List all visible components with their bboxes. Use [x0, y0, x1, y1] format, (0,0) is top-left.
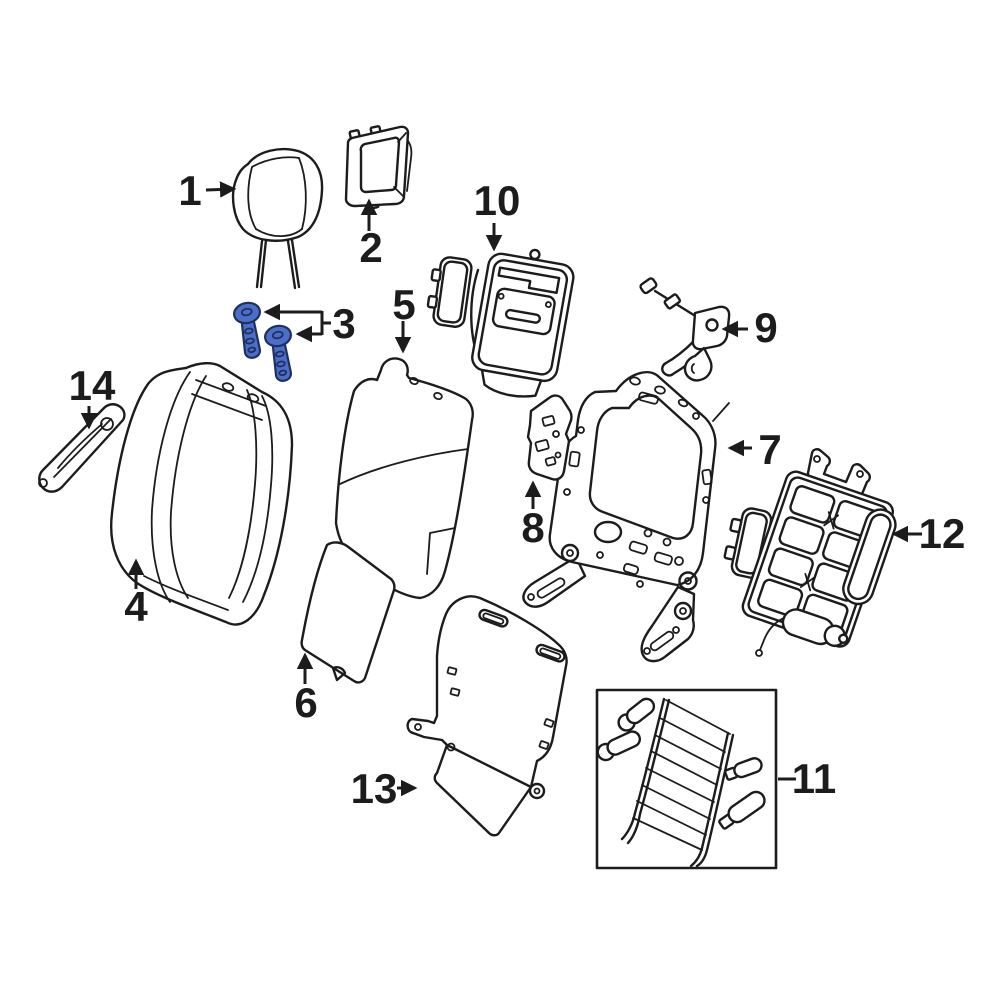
part-11-heater-kit-illustration[interactable] — [595, 688, 778, 870]
part-5-foam-pad-illustration[interactable] — [334, 357, 474, 600]
part-14-handle-illustration[interactable] — [38, 403, 126, 493]
part-9-latch-illustration[interactable] — [639, 277, 731, 382]
callout-8[interactable]: 8 — [521, 504, 544, 551]
part-7-frame-illustration[interactable] — [522, 371, 730, 663]
part-12-suspension-panel-illustration[interactable] — [721, 448, 902, 657]
callout-1-arrow — [205, 181, 237, 198]
callout-4[interactable]: 4 — [124, 583, 148, 630]
callout-7[interactable]: 7 — [758, 426, 781, 473]
callout-labels: 1 2 3 4 5 6 7 8 9 10 11 12 13 14 — [69, 167, 966, 812]
part-13-trim-panel-illustration[interactable] — [406, 595, 568, 837]
callout-9[interactable]: 9 — [754, 304, 777, 351]
callout-10[interactable]: 10 — [474, 177, 521, 224]
part-2-headrest-guide-illustration[interactable] — [344, 125, 413, 210]
callout-11[interactable]: 11 — [792, 755, 836, 802]
part-1-headrest-illustration[interactable] — [231, 147, 324, 290]
part-6-heating-pad-illustration[interactable] — [300, 541, 396, 684]
part-8-bracket-illustration[interactable] — [526, 394, 573, 481]
callout-13[interactable]: 13 — [351, 765, 398, 812]
part-3-screws-illustration[interactable] — [232, 301, 300, 383]
callout-12[interactable]: 12 — [919, 510, 966, 557]
part-4-cushion-cover-illustration[interactable] — [110, 362, 294, 626]
callout-14[interactable]: 14 — [69, 362, 116, 409]
part-10-lumbar-support-illustration[interactable] — [425, 242, 577, 402]
callout-1[interactable]: 1 — [178, 167, 201, 214]
callout-5[interactable]: 5 — [392, 281, 415, 328]
callout-arrows — [80, 181, 922, 797]
callout-3[interactable]: 3 — [332, 300, 355, 347]
callout-6[interactable]: 6 — [294, 679, 317, 726]
callout-2[interactable]: 2 — [359, 224, 382, 271]
